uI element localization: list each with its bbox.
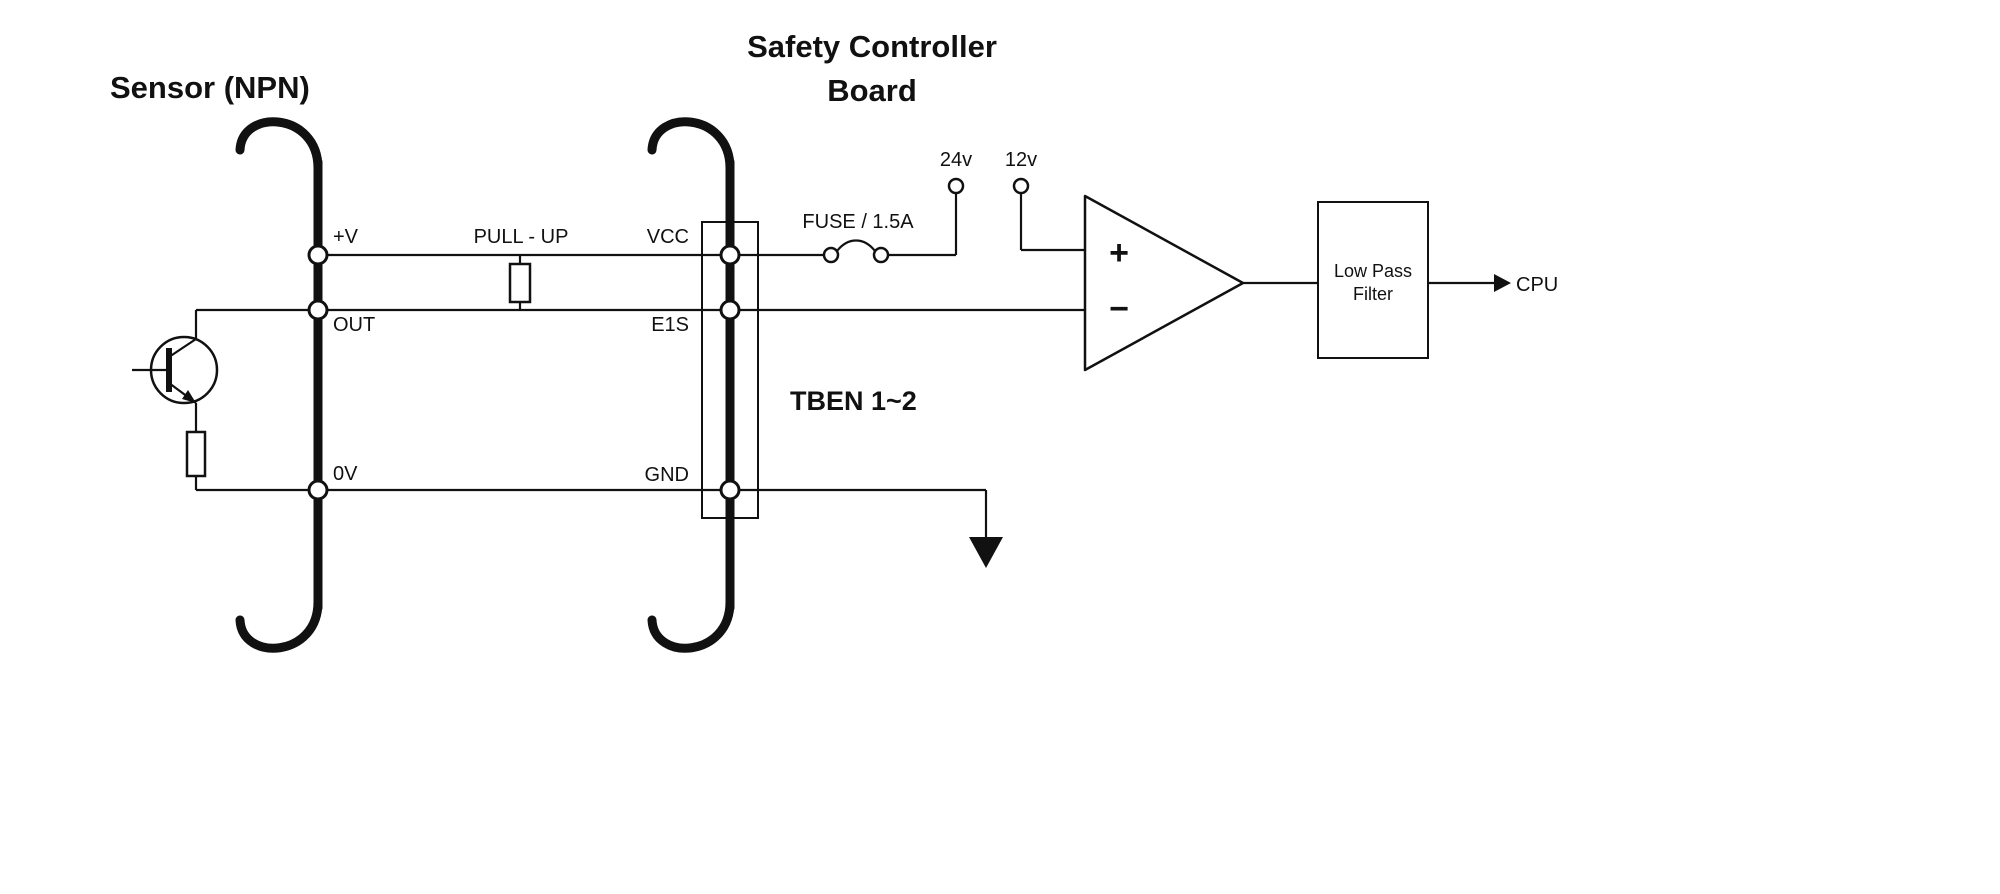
controller-bus-bottom-hook (647, 597, 735, 653)
controller-title-line1: Safety Controller (747, 29, 997, 64)
pullup-resistor (508, 255, 532, 310)
collector-diagonal (168, 338, 197, 358)
sensor-bus-top-hook (235, 117, 323, 173)
comparator-plus-sign: + (1109, 234, 1129, 272)
gnd-dot (719, 479, 741, 501)
rail-24v-label: 24v (940, 149, 972, 171)
cpu-label: CPU (1516, 274, 1558, 296)
sensor-title: Sensor (NPN) (110, 70, 310, 105)
low-pass-filter-label-line1: Low Pass (1334, 261, 1412, 281)
cpu-output: CPU (1428, 274, 1558, 296)
fuse-right-terminal (872, 246, 890, 264)
fuse-label: FUSE / 1.5A (802, 211, 914, 233)
sensor-bus (235, 117, 323, 653)
rail-12v-terminal (1012, 177, 1030, 195)
sensor-bus-bottom-hook (235, 597, 323, 653)
fuse-left-terminal (822, 246, 840, 264)
fuse (822, 239, 956, 264)
pin-label-vplus: +V (333, 226, 359, 248)
e1s-dot (719, 299, 741, 321)
pin-label-vcc: VCC (647, 226, 689, 248)
comparator: + − (1083, 194, 1318, 372)
pin-label-zero-v: 0V (333, 463, 358, 485)
controller-title-line2: Board (827, 73, 917, 108)
low-pass-filter-box (1317, 201, 1429, 359)
vcc-dot (719, 244, 741, 266)
connection-dots (307, 244, 741, 501)
emitter-resistor-body (185, 430, 207, 478)
vplus-dot (307, 244, 329, 266)
controller-bus (647, 117, 735, 653)
pin-label-e1s: E1S (651, 314, 689, 336)
low-pass-filter-label-line2: Filter (1353, 284, 1393, 304)
controller-bus-top-hook (647, 117, 735, 173)
controller-title: Safety Controller Board (747, 29, 997, 108)
tben-label: TBEN 1~2 (790, 386, 917, 416)
rail-12v-label: 12v (1005, 149, 1037, 171)
low-pass-filter: Low Pass Filter (1317, 201, 1429, 359)
wires (196, 253, 1085, 537)
ground-symbol (969, 537, 1003, 568)
emitter-arrow (182, 390, 196, 403)
connector-box (701, 221, 759, 519)
rail-24v (947, 177, 965, 255)
pin-label-out: OUT (333, 314, 375, 336)
rail-24v-terminal (947, 177, 965, 195)
zero-v-dot (307, 479, 329, 501)
fuse-arc (836, 239, 876, 252)
comparator-triangle (1083, 194, 1245, 372)
comparator-minus-sign: − (1109, 290, 1129, 328)
pullup-resistor-body (508, 262, 532, 304)
rail-12v (1012, 177, 1085, 252)
cpu-arrow (1494, 274, 1511, 292)
pin-label-gnd: GND (645, 464, 689, 486)
pin-labels: +V OUT 0V VCC E1S GND (333, 226, 689, 486)
pullup-label: PULL - UP (474, 226, 569, 248)
out-dot (307, 299, 329, 321)
npn-transistor (132, 310, 219, 490)
